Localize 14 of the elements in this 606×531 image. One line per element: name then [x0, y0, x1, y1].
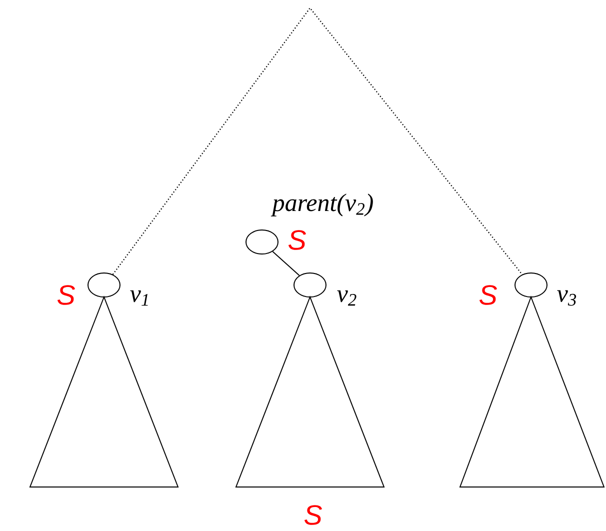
set-label: S — [57, 285, 76, 305]
tree-node — [514, 272, 548, 298]
dotted-line — [112, 7, 523, 275]
set-label: S — [288, 230, 306, 250]
tree-edge — [272, 251, 300, 276]
tree-node — [246, 230, 278, 254]
tree-node — [294, 272, 326, 298]
node-label: ν$_{2}$ — [337, 290, 356, 306]
tree-node — [88, 272, 120, 298]
node-label: ν$_{3}$ — [557, 290, 576, 306]
set-label: S — [479, 285, 498, 305]
node-label: parent(ν$_{2}$) — [270, 194, 373, 216]
node-label: ν$_{1}$ — [130, 290, 148, 306]
set-label: S — [304, 505, 322, 525]
